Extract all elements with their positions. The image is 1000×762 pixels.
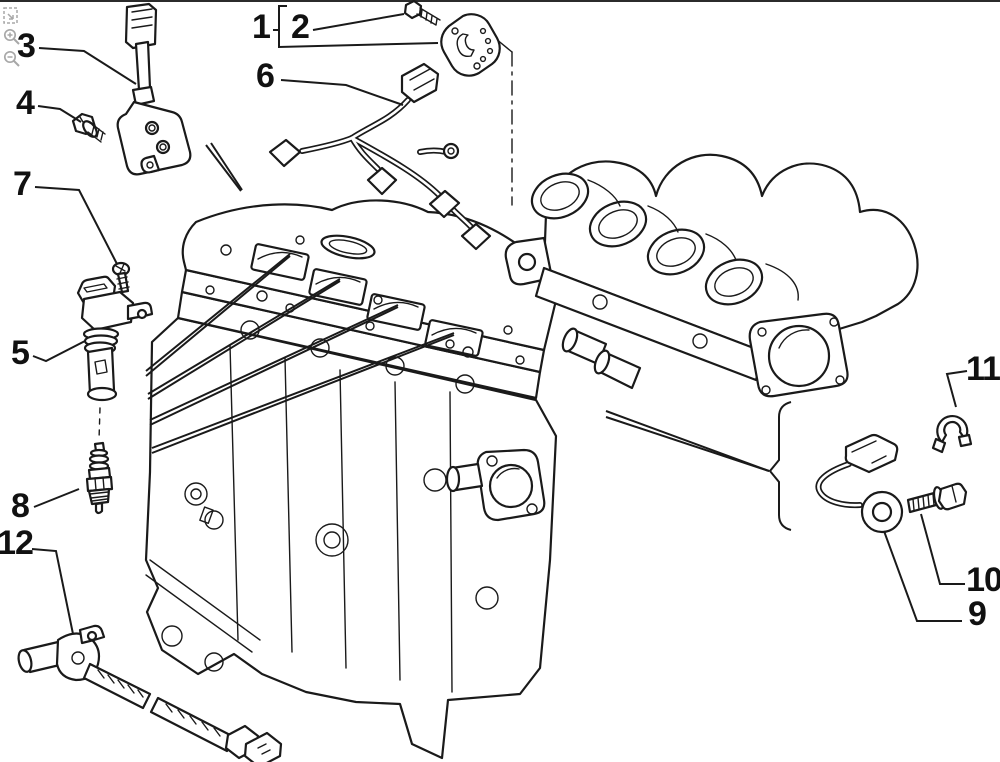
callout-12-label[interactable]: 12 xyxy=(0,524,34,562)
callout-6-label[interactable]: 6 xyxy=(256,57,275,95)
callout-9-label[interactable]: 9 xyxy=(968,595,987,633)
viewer-toolbar xyxy=(2,6,24,72)
callout-2-label[interactable]: 2 xyxy=(291,8,310,46)
bolt-10-icon xyxy=(906,482,968,514)
callout-10-label[interactable]: 10 xyxy=(966,561,1000,599)
callout-5-label[interactable]: 5 xyxy=(11,334,30,372)
callout-3-label[interactable]: 3 xyxy=(17,27,36,65)
zoom-out-icon[interactable] xyxy=(2,50,21,69)
screw-2-icon xyxy=(403,0,441,26)
bolt-4-icon xyxy=(71,112,106,143)
callout-4-label[interactable]: 4 xyxy=(16,84,35,122)
intake-manifold-line-art xyxy=(504,153,919,398)
top-border-line xyxy=(0,0,1000,2)
callout-8-label[interactable]: 8 xyxy=(11,487,30,525)
zoom-in-icon[interactable] xyxy=(2,28,21,47)
camshaft-position-sensor-icon xyxy=(116,2,192,176)
crankshaft-position-sensor-icon xyxy=(17,624,283,762)
engine-line-art xyxy=(144,199,560,760)
fit-view-icon[interactable] xyxy=(2,6,20,25)
callout-7-label[interactable]: 7 xyxy=(13,165,32,203)
callout-11-label[interactable]: 11 xyxy=(966,350,1000,388)
knock-sensor-icon xyxy=(815,433,904,534)
callout-1-label[interactable]: 1 xyxy=(252,8,271,46)
throttle-position-sensor-icon xyxy=(440,13,501,77)
ignition-coil-icon xyxy=(76,275,154,441)
spark-plug-icon xyxy=(85,441,114,515)
screw-7-icon xyxy=(111,261,131,294)
cable-clip-icon xyxy=(931,414,973,454)
